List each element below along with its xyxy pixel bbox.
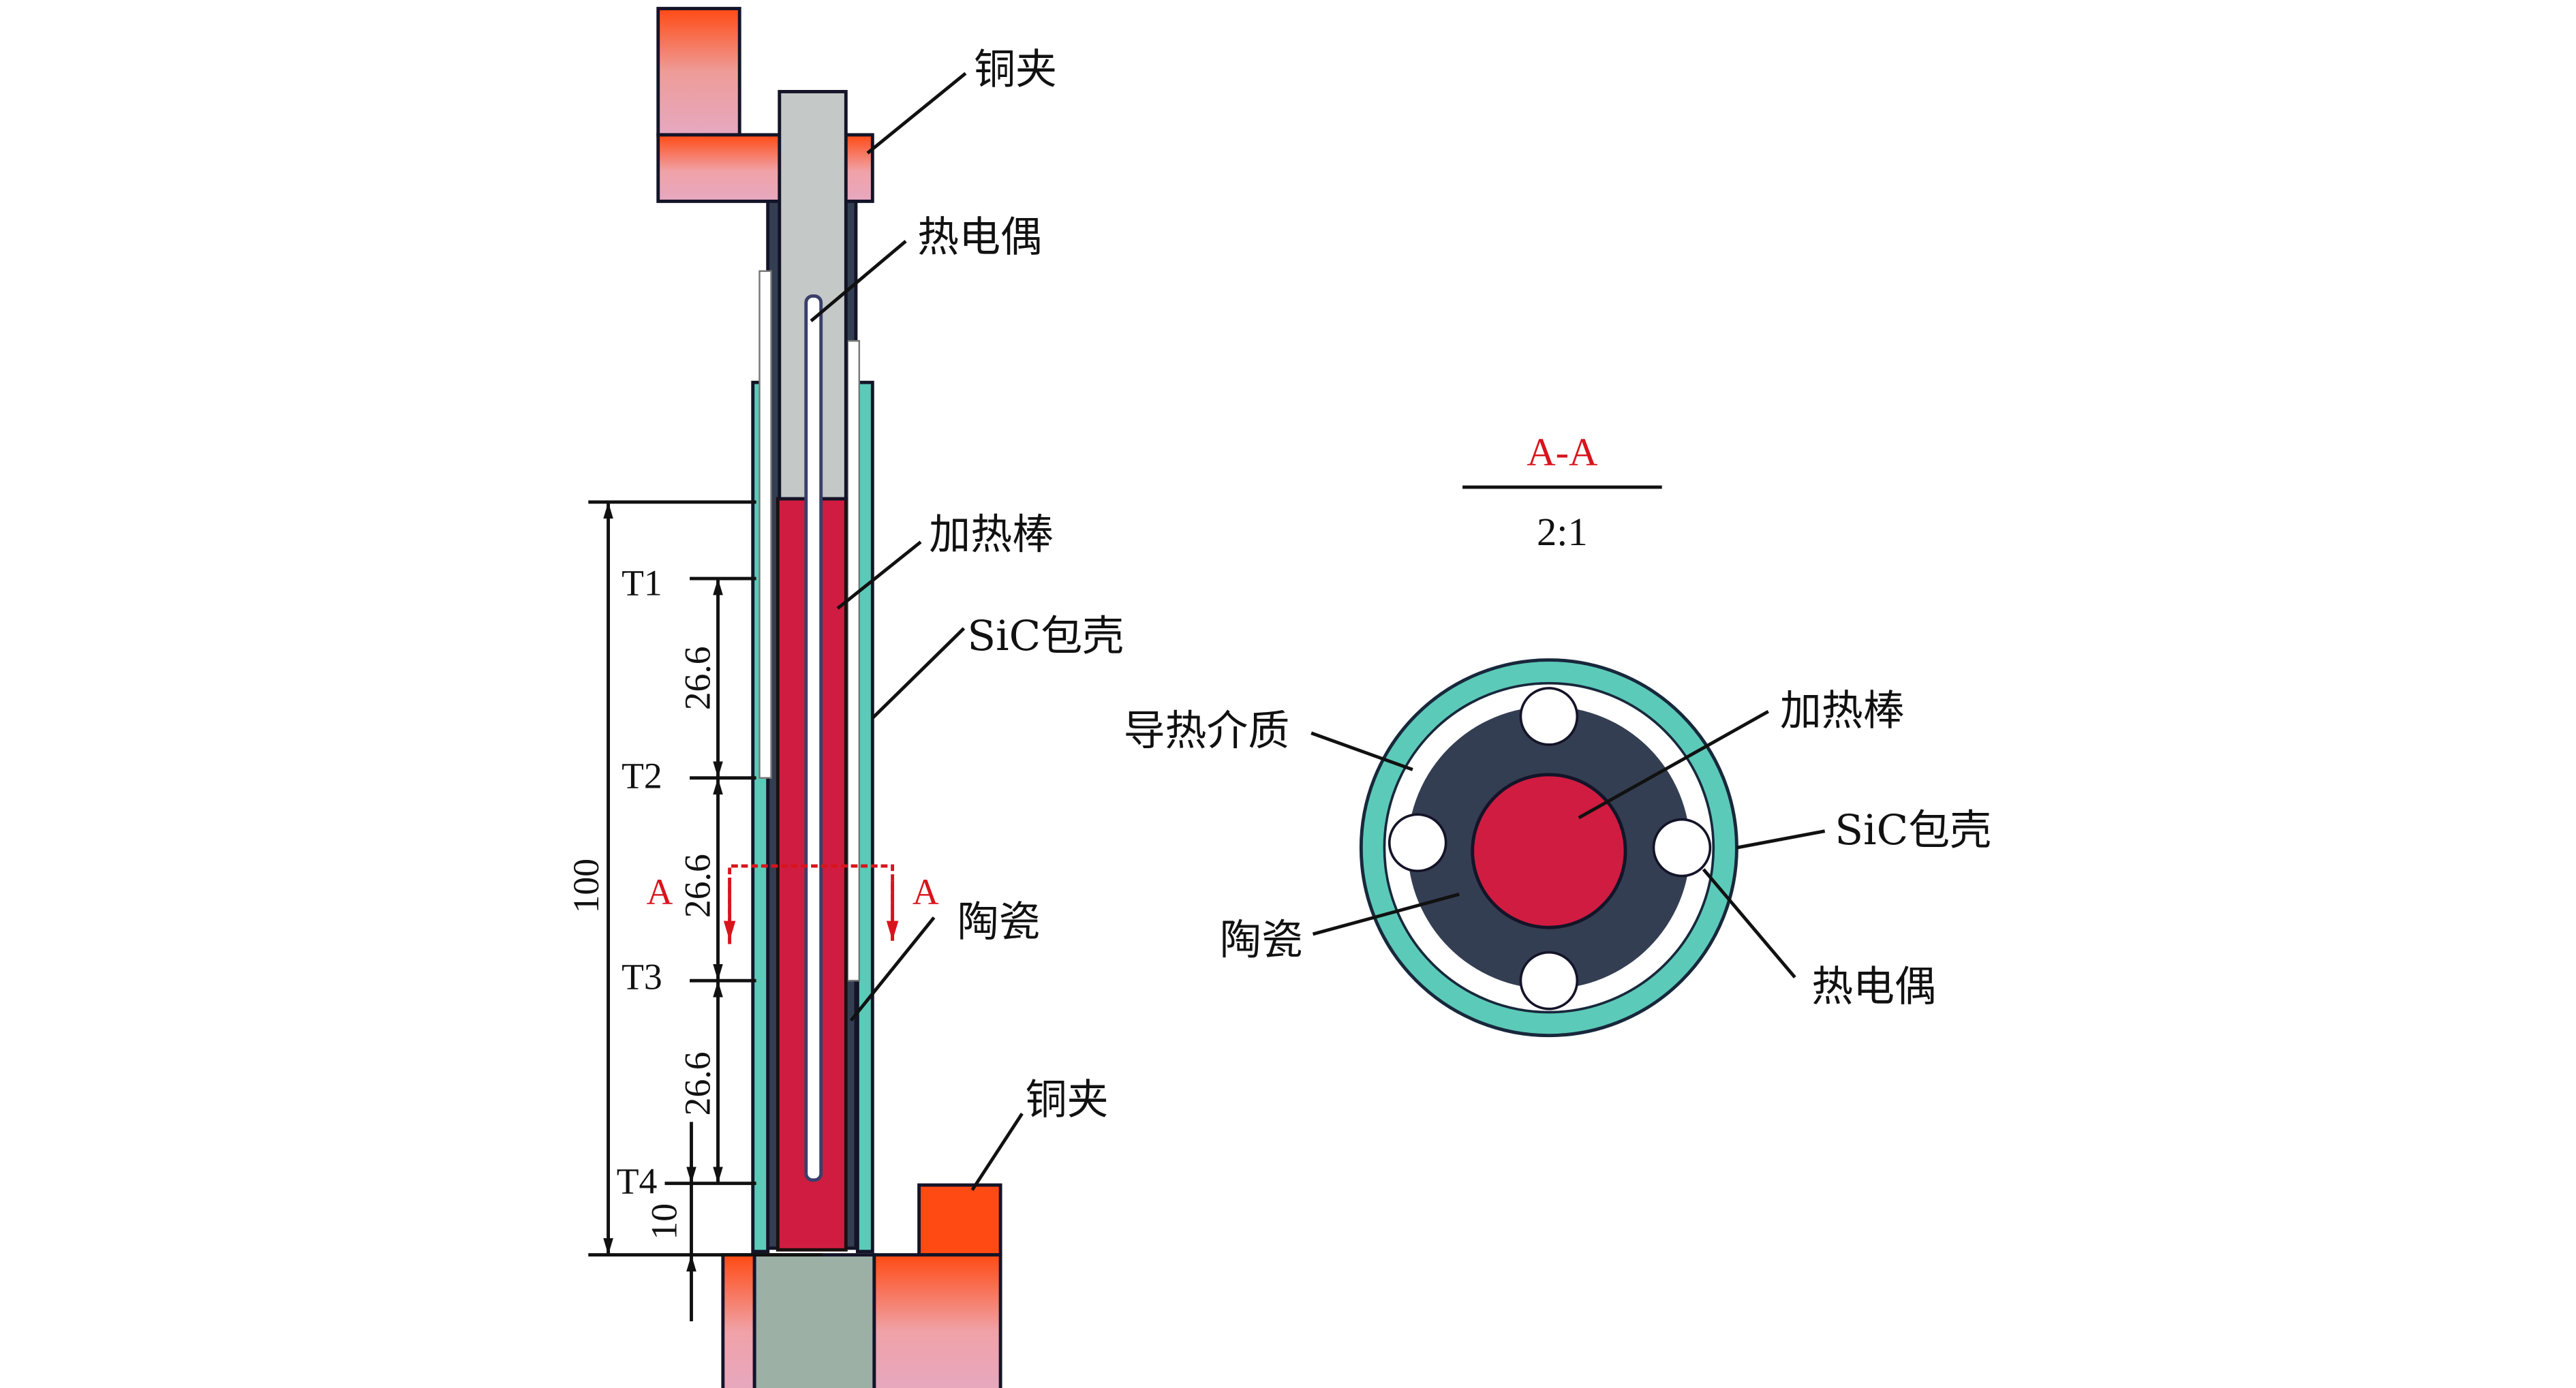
bottom-electrode — [752, 1253, 876, 1388]
dim-t2-t3: 26.6 — [677, 854, 718, 918]
cross-section — [1359, 658, 1738, 1038]
section-view: A-A 2:1 导热介质 加热棒 SiC包壳 陶瓷 热电偶 — [1124, 430, 1991, 1038]
thermal-gap-right — [846, 340, 861, 982]
section-cut-line: A A — [647, 864, 939, 944]
label-copper-clamp-bottom: 铜夹 — [1026, 1075, 1109, 1124]
side-view: T1 T2 T3 T4 100 26.6 26.6 26.6 10 A A 铜夹… — [566, 7, 1124, 1388]
label-copper-clamp-top: 铜夹 — [974, 45, 1057, 93]
label-t1: T1 — [622, 562, 662, 603]
label-heating-rod: 加热棒 — [929, 510, 1054, 559]
label-sic-cladding: SiC包壳 — [967, 612, 1124, 660]
section-mark-left: A — [647, 872, 673, 912]
label-section-thermocouple: 热电偶 — [1811, 962, 1936, 1011]
inner-thermocouple — [804, 294, 823, 1182]
dim-t4-bottom: 10 — [644, 1203, 685, 1240]
label-ceramic: 陶瓷 — [957, 897, 1041, 946]
thermocouple-left — [1387, 813, 1447, 873]
dim-t3-t4: 26.6 — [677, 1051, 718, 1115]
heating-rod-core — [1471, 773, 1627, 929]
label-t2: T2 — [622, 755, 662, 796]
label-section-heating-rod: 加热棒 — [1780, 687, 1905, 735]
label-thermocouple: 热电偶 — [917, 213, 1042, 262]
thermal-gap-left — [758, 270, 772, 779]
dim-total: 100 — [566, 859, 607, 913]
thermocouple-bottom — [1519, 951, 1579, 1011]
dimension-lines — [588, 500, 823, 1322]
thermocouple-right — [1652, 818, 1712, 878]
section-title: A-A — [1527, 430, 1597, 474]
label-t4: T4 — [617, 1160, 658, 1201]
label-thermal-medium: 导热介质 — [1124, 707, 1290, 755]
section-mark-right: A — [913, 872, 939, 912]
label-section-sic-cladding: SiC包壳 — [1835, 806, 1991, 854]
label-section-ceramic: 陶瓷 — [1220, 916, 1303, 964]
section-scale: 2:1 — [1537, 510, 1588, 554]
label-t3: T3 — [622, 956, 662, 997]
dim-t1-t2: 26.6 — [677, 646, 718, 710]
bottom-copper-clamp — [721, 1183, 1002, 1388]
thermocouple-top — [1519, 687, 1579, 746]
